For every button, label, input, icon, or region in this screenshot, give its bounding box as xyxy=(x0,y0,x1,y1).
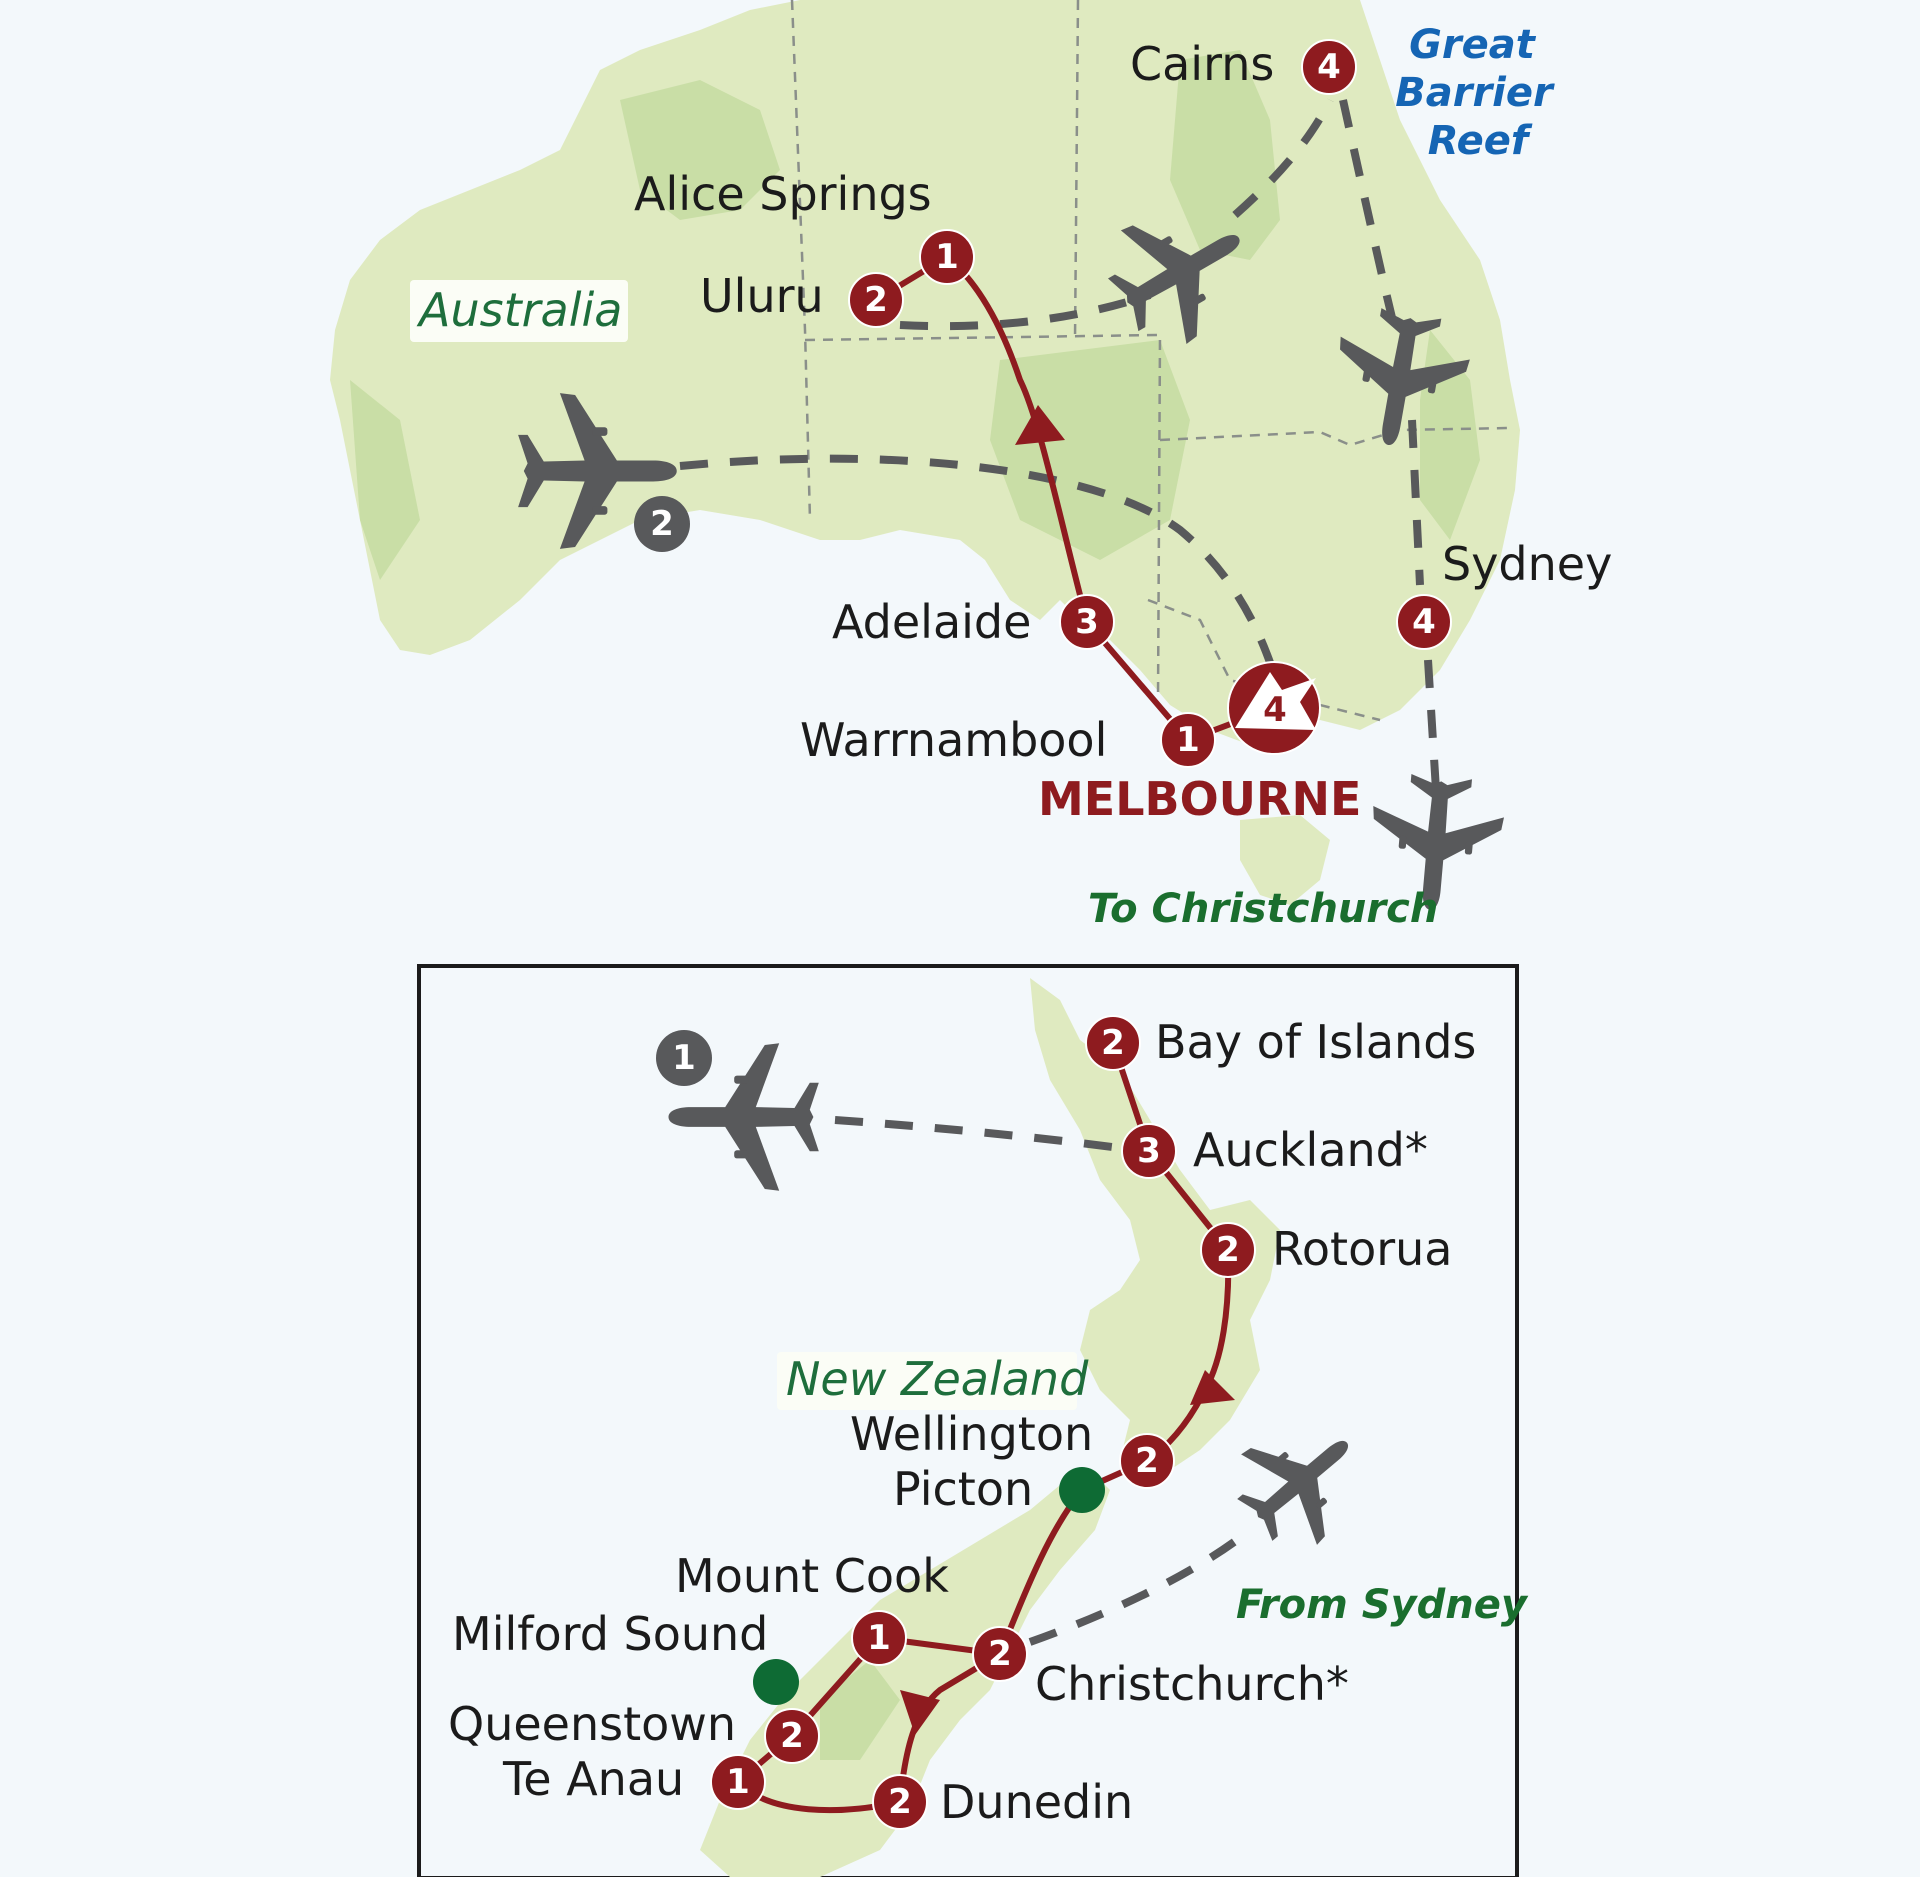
svg-text:1: 1 xyxy=(672,1038,696,1078)
svg-text:4: 4 xyxy=(1263,690,1287,730)
svg-text:New Zealand: New Zealand xyxy=(786,1352,1089,1406)
marker-cairns[interactable]: 4 xyxy=(1301,39,1357,95)
svg-text:4: 4 xyxy=(1317,47,1341,87)
marker-rotorua[interactable]: 2 xyxy=(1200,1222,1256,1278)
svg-text:2: 2 xyxy=(650,504,674,544)
svg-text:2: 2 xyxy=(988,1634,1012,1674)
region-label-australia: Australia xyxy=(410,280,628,342)
svg-text:2: 2 xyxy=(1101,1023,1125,1063)
flight-badge-australia: 2 xyxy=(634,496,690,552)
svg-text:4: 4 xyxy=(1412,602,1436,642)
route-australia xyxy=(873,253,1276,744)
svg-text:3: 3 xyxy=(1137,1131,1161,1171)
svg-text:Reef: Reef xyxy=(1428,118,1533,164)
marker-bay-of-islands[interactable]: 2 xyxy=(1085,1015,1141,1071)
svg-text:Barrier: Barrier xyxy=(1395,70,1555,116)
svg-text:2: 2 xyxy=(1216,1230,1240,1270)
label-sydney: Sydney xyxy=(1442,537,1612,591)
marker-picton[interactable] xyxy=(1059,1467,1105,1513)
label-uluru: Uluru xyxy=(700,269,824,323)
region-label-new-zealand: New Zealand xyxy=(777,1352,1089,1410)
to-christchurch-note: To Christchurch xyxy=(1088,886,1438,932)
label-milford-sound: Milford Sound xyxy=(452,1607,768,1661)
state-borders xyxy=(790,0,1511,722)
direction-arrow xyxy=(900,1690,940,1735)
svg-text:2: 2 xyxy=(864,280,888,320)
label-bay-of-islands: Bay of Islands xyxy=(1155,1015,1476,1069)
label-queenstown: Queenstown xyxy=(448,1697,736,1751)
label-warrnambool: Warrnambool xyxy=(800,713,1107,767)
svg-text:1: 1 xyxy=(726,1762,750,1802)
marker-warrnambool[interactable]: 1 xyxy=(1160,712,1216,768)
label-te-anau: Te Anau xyxy=(502,1752,684,1806)
direction-arrow xyxy=(1190,1370,1235,1405)
svg-text:3: 3 xyxy=(1075,602,1099,642)
label-wellington: Wellington xyxy=(850,1407,1093,1461)
label-auckland: Auckland* xyxy=(1193,1123,1428,1177)
australia-landmass xyxy=(330,0,1520,905)
label-dunedin: Dunedin xyxy=(940,1775,1133,1829)
marker-mount-cook[interactable]: 1 xyxy=(851,1610,907,1666)
marker-wellington[interactable]: 2 xyxy=(1119,1433,1175,1489)
marker-sydney[interactable]: 4 xyxy=(1396,594,1452,650)
label-alice-springs: Alice Springs xyxy=(634,167,932,221)
direction-arrow xyxy=(1015,405,1065,445)
label-rotorua: Rotorua xyxy=(1272,1222,1452,1276)
flight-paths-australia xyxy=(679,98,1440,791)
marker-auckland[interactable]: 3 xyxy=(1121,1123,1177,1179)
label-christchurch: Christchurch* xyxy=(1035,1657,1349,1711)
marker-uluru[interactable]: 2 xyxy=(848,272,904,328)
svg-text:Great: Great xyxy=(1409,22,1537,68)
svg-text:1: 1 xyxy=(1176,720,1200,760)
marker-te-anau[interactable]: 1 xyxy=(710,1754,766,1810)
marker-queenstown[interactable]: 2 xyxy=(764,1708,820,1764)
label-picton: Picton xyxy=(893,1462,1033,1516)
svg-text:1: 1 xyxy=(935,237,959,277)
start-flag-icon xyxy=(1235,672,1316,730)
flight-badge-nz: 1 xyxy=(656,1030,712,1086)
label-melbourne: MELBOURNE xyxy=(1038,772,1361,826)
marker-adelaide[interactable]: 3 xyxy=(1059,594,1115,650)
flight-paths-nz xyxy=(834,1116,1253,1646)
svg-text:2: 2 xyxy=(1135,1441,1159,1481)
marker-dunedin[interactable]: 2 xyxy=(872,1774,928,1830)
label-cairns: Cairns xyxy=(1130,37,1274,91)
svg-text:2: 2 xyxy=(780,1716,804,1756)
svg-text:Australia: Australia xyxy=(416,283,622,337)
reef-label: Great Barrier Reef xyxy=(1395,22,1555,164)
marker-alice-springs[interactable]: 1 xyxy=(919,229,975,285)
label-adelaide: Adelaide xyxy=(832,595,1031,649)
label-mount-cook: Mount Cook xyxy=(675,1549,949,1603)
from-sydney-note: From Sydney xyxy=(1236,1582,1529,1628)
marker-christchurch[interactable]: 2 xyxy=(972,1626,1028,1682)
marker-melbourne-start[interactable]: 4 xyxy=(1227,661,1321,755)
marker-milford-sound[interactable] xyxy=(753,1659,799,1705)
svg-text:1: 1 xyxy=(867,1618,891,1658)
svg-text:2: 2 xyxy=(888,1782,912,1822)
